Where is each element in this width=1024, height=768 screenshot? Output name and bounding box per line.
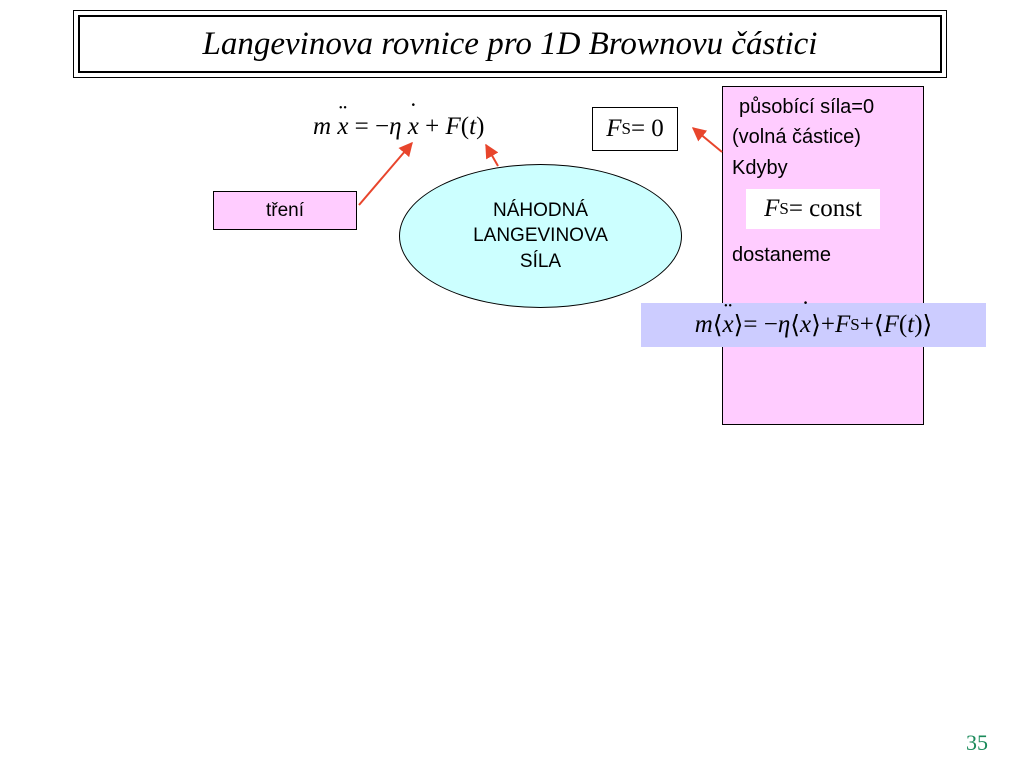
slide-title: Langevinova rovnice pro 1D Brownovu část… [202, 25, 818, 62]
avg-langle-3: ⟨ [873, 312, 884, 339]
eq-x-dot: x [408, 113, 419, 141]
avg-t: t [907, 311, 915, 338]
panel-line-2: (volná částice) [732, 126, 861, 148]
zero-force-arrow [691, 127, 723, 153]
avg-m: m [694, 311, 713, 338]
random-force-ellipse: NÁHODNÁ LANGEVINOVA SÍLA [399, 164, 682, 308]
panel-line-4: dostaneme [732, 244, 831, 266]
title-inner-frame: Langevinova rovnice pro 1D Brownovu část… [78, 15, 942, 73]
random-force-line3: SÍLA [519, 250, 562, 272]
eq-t: t [469, 113, 477, 140]
page-number: 35 [966, 730, 988, 755]
friction-label-box: tření [213, 191, 357, 230]
avg-equals-minus: = − [743, 311, 778, 338]
title-frame: Langevinova rovnice pro 1D Brownovu část… [73, 10, 947, 78]
avg-F: F [835, 311, 851, 338]
eq-x-ddot: x [337, 113, 348, 141]
eq-eta: η [389, 113, 402, 140]
avg-rangle-2: ⟩ [811, 312, 821, 339]
fs0-F: F [606, 115, 622, 142]
avg-rangle-3: ⟩ [922, 312, 933, 339]
random-force-arrow [485, 143, 499, 167]
avg-F2: F [883, 311, 899, 338]
avg-langle-1: ⟨ [712, 312, 723, 339]
eq-lparen: ( [460, 113, 470, 140]
friction-arrow [358, 141, 413, 206]
avg-plus-2: + [859, 311, 874, 338]
eq-rparen: ) [476, 113, 485, 140]
avg-sub: S [850, 315, 860, 334]
avg-x-ddot: x [723, 311, 734, 339]
side-panel [722, 86, 924, 425]
avg-plus-1: + [820, 311, 836, 338]
fs0-rest: = 0 [630, 115, 664, 142]
avg-x-dot: x [800, 311, 811, 339]
eq-F: F [445, 113, 461, 140]
random-force-line1: NÁHODNÁ [492, 199, 588, 221]
friction-label: tření [265, 199, 305, 221]
averaged-equation-box: m⟨x⟩ = −η⟨x⟩ + FS + ⟨F(t)⟩ [641, 303, 986, 347]
fsc-sub: S [779, 199, 789, 218]
langevin-equation: m x = −η x + F(t) [313, 113, 484, 141]
avg-langle-2: ⟨ [790, 312, 801, 339]
avg-rangle-1: ⟩ [733, 312, 744, 339]
eq-m: m [313, 113, 332, 140]
fsc-F: F [764, 195, 780, 222]
fs0-sub: S [621, 119, 631, 138]
eq-plus: + [418, 113, 446, 140]
panel-line-3: Kdyby [732, 157, 788, 179]
avg-eta: η [777, 311, 791, 338]
random-force-line2: LANGEVINOVA [473, 225, 608, 247]
eq-equals-minus: = − [348, 113, 390, 140]
random-force-text: NÁHODNÁ LANGEVINOVA SÍLA [473, 198, 608, 275]
avg-rparen: ) [914, 311, 923, 338]
panel-line-1: působící síla=0 [739, 96, 875, 118]
avg-lparen: ( [898, 311, 908, 338]
fsc-rest: = const [788, 195, 862, 222]
